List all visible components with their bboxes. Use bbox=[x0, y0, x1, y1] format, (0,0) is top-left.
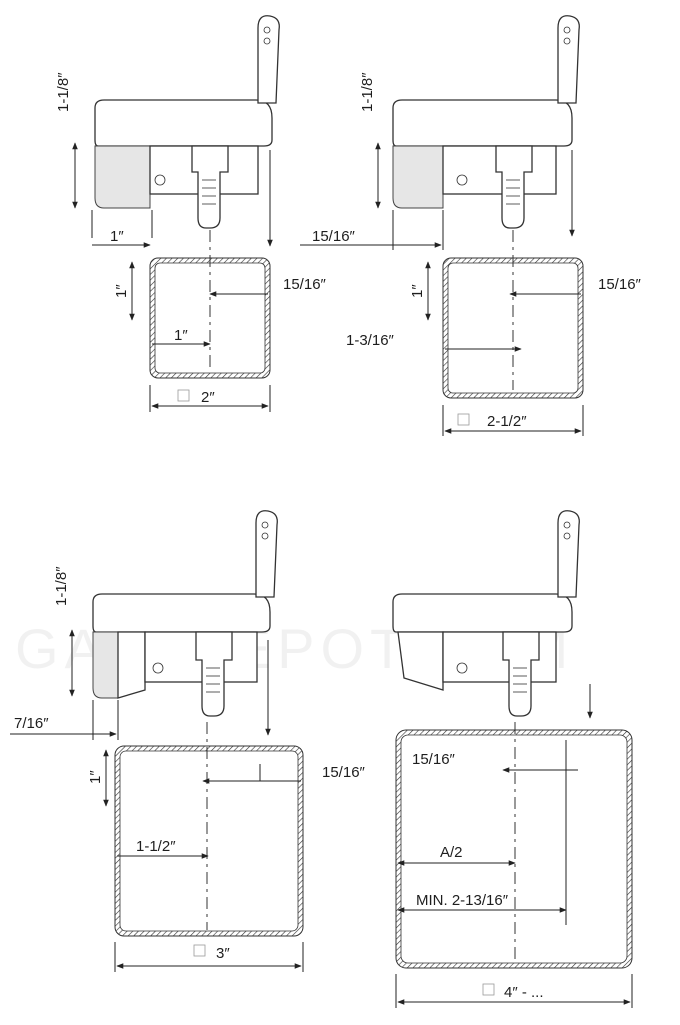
clamp-offset-label: 7/16″ bbox=[14, 715, 49, 732]
post-size-label: 4″ - ... bbox=[504, 984, 544, 1001]
post-size-label: 2-1/2″ bbox=[487, 413, 527, 430]
square-symbol-icon bbox=[177, 389, 190, 402]
center-offset-label: 1-3/16″ bbox=[346, 332, 395, 349]
edge-offset-label: 15/16″ bbox=[283, 276, 327, 293]
top-offset-label: 1″ bbox=[87, 770, 104, 784]
edge-offset-label: 15/16″ bbox=[598, 276, 642, 293]
top-offset-label: 1″ bbox=[113, 284, 130, 298]
diagram-2in-post: 1-1/8″ 1″ 15/16″ 1″ 1″ 2″ bbox=[55, 15, 327, 412]
gate-latch-hardware bbox=[94, 15, 280, 229]
center-offset-label: A/2 bbox=[440, 844, 463, 861]
top-offset-label: 1″ bbox=[409, 284, 426, 298]
diagram-4in-plus-post: 15/16″ A/2 MIN. 2-13/16″ 4″ - ... bbox=[392, 510, 633, 1008]
post-size-label: 3″ bbox=[216, 945, 230, 962]
center-offset-label: 1″ bbox=[174, 327, 188, 344]
diagram-3in-post: 1-1/8″ 7/16″ 15/16″ 1″ 1-1/2″ 3″ bbox=[10, 510, 366, 972]
square-symbol-icon bbox=[457, 413, 470, 426]
clamp-offset-label: 1″ bbox=[110, 228, 124, 245]
diagram-2-1-2in-post: 1-1/8″ 15/16″ 15/16″ 1″ 1-3/16″ 2-1/2″ bbox=[300, 15, 642, 436]
clamp-offset-label: 15/16″ bbox=[312, 228, 356, 245]
gate-latch-hardware bbox=[392, 15, 580, 229]
gate-latch-hardware bbox=[392, 510, 580, 717]
square-symbol-icon bbox=[482, 983, 495, 996]
height-label: 1-1/8″ bbox=[359, 72, 376, 112]
post-size-label: 2″ bbox=[201, 389, 215, 406]
edge-offset-label: 15/16″ bbox=[322, 764, 366, 781]
square-symbol-icon bbox=[193, 944, 206, 957]
center-offset-label: 1-1/2″ bbox=[136, 838, 176, 855]
min-offset-label: MIN. 2-13/16″ bbox=[416, 892, 509, 909]
gate-latch-hardware bbox=[92, 510, 278, 717]
edge-offset-label: 15/16″ bbox=[412, 751, 456, 768]
height-label: 1-1/8″ bbox=[53, 566, 70, 606]
height-label: 1-1/8″ bbox=[55, 72, 72, 112]
